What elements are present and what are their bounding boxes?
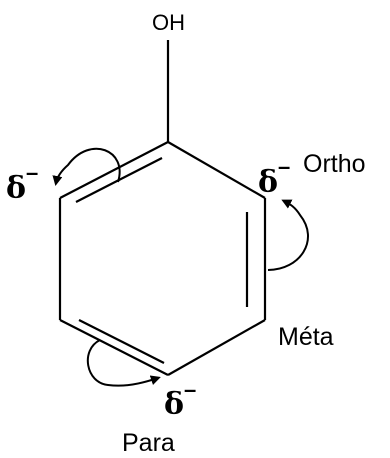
oh-substituent-label: OH xyxy=(152,10,185,35)
meta-position-label: Méta xyxy=(278,323,334,351)
ring-bond xyxy=(167,141,266,199)
delta-charge: – xyxy=(184,377,196,402)
ortho-right-curved-arrow xyxy=(267,199,310,271)
delta-charge: – xyxy=(278,154,290,179)
para-position-label: Para xyxy=(122,429,175,457)
ring-bond xyxy=(59,319,169,376)
ring-bond xyxy=(167,319,266,376)
delta-symbol: δ xyxy=(258,165,278,200)
ring-bond xyxy=(59,141,169,199)
delta-negative-para: δ – xyxy=(164,377,196,422)
ring-double-bond xyxy=(78,319,165,364)
delta-symbol: δ xyxy=(6,171,26,206)
delta-charge: – xyxy=(26,160,38,185)
delta-negative-ortho: δ – xyxy=(258,154,290,200)
delta-symbol: δ xyxy=(164,387,184,422)
ortho-position-label: Ortho xyxy=(303,150,366,178)
delta-negative-left: δ – xyxy=(6,160,38,206)
para-curved-arrow xyxy=(86,339,161,387)
benzene-ring xyxy=(58,141,267,376)
ortho-left-curved-arrow xyxy=(52,147,121,186)
